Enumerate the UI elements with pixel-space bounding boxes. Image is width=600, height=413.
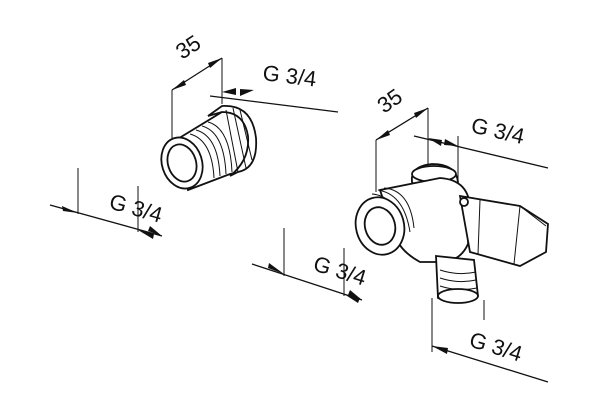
right-fitting: 35 G 3/4 G 3/4 G 3/4 — [251, 84, 549, 383]
left-bottom-thread-label: G 3/4 — [107, 189, 166, 228]
right-top-thread-dimension: G 3/4 — [413, 113, 549, 182]
left-fitting: 35 G 3/4 G 3/4 — [49, 30, 339, 239]
left-depth-label: 35 — [171, 30, 205, 64]
valve-body — [354, 163, 549, 304]
right-inlet-thread-label: G 3/4 — [311, 251, 370, 291]
left-top-thread-label: G 3/4 — [261, 60, 317, 91]
right-top-thread-label: G 3/4 — [469, 113, 527, 149]
right-outlet-thread-dimension: G 3/4 — [431, 298, 549, 383]
left-top-thread-dimension: G 3/4 — [209, 60, 339, 113]
left-bottom-thread-dimension: G 3/4 — [49, 168, 166, 239]
right-depth-label: 35 — [373, 84, 407, 119]
adapter-body — [160, 105, 258, 192]
right-outlet-thread-label: G 3/4 — [467, 327, 526, 367]
right-inlet-thread-dimension: G 3/4 — [251, 228, 370, 303]
